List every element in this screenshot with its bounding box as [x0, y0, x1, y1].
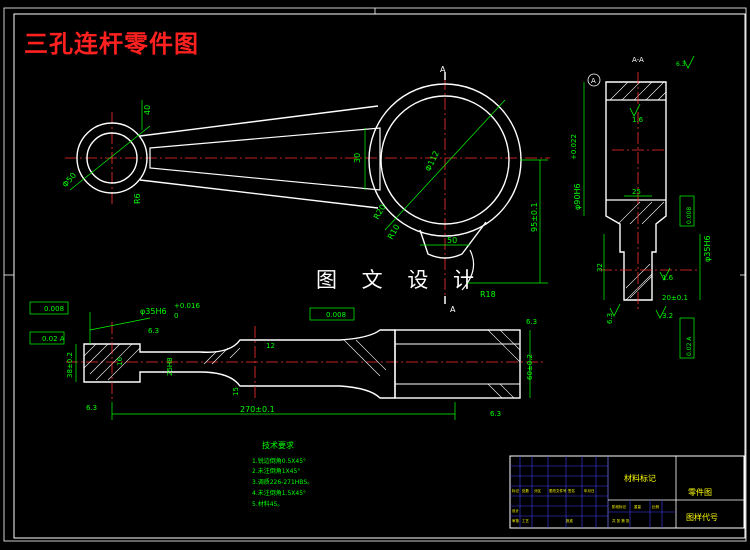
bottom-view: 0.008 0.02 A φ35H6 +0.016 0 6.3 38±0.2 1… [29, 301, 545, 420]
bottom-d-left: 38±0.2 [66, 352, 74, 378]
tb-mat-label: 材料标记 [624, 473, 656, 483]
tb-small-0: 标记 [512, 488, 520, 493]
section-top-dev: +0.022 [570, 134, 578, 160]
bottom-bore-tol: φ35H6 [140, 307, 167, 316]
tb-small-11: 重量 [634, 504, 642, 509]
section-dim-25: 25 [632, 188, 641, 196]
section-rough-16: 1.6 [662, 274, 674, 282]
tb-small-3: 更改文件号 [549, 488, 567, 493]
bottom-par-left: 0.02 A [42, 335, 65, 343]
bottom-d-25: 25H8 [166, 357, 174, 376]
tb-small-6: 设计 [512, 508, 520, 513]
section-box-0008: 0.008 [686, 207, 693, 224]
bottom-d-12: 12 [266, 342, 275, 350]
title-block: 材料标记 零件图 图样代号 标记 处数 分区 更改文件号 签名 年月日 设计 审… [509, 455, 745, 529]
dim-small-dia: Φ50 [61, 171, 78, 189]
tb-part-label: 零件图 [688, 487, 712, 497]
section-rough-small: 6.3 [606, 313, 614, 324]
top-view: A A Φ50 R6 40 30 Φ112 R20 R10 50 95±0.1 … [61, 65, 550, 314]
bottom-rough-right: 6.3 [526, 318, 537, 326]
notes-line-4: 4.未注倒角1.5X45° [252, 489, 306, 497]
tb-small-10: 阶段标记 [612, 504, 626, 509]
dim-big-dia: Φ112 [424, 149, 441, 172]
dim-r10: R10 [386, 223, 402, 241]
notes-line-3: 3.调质226-271HBS。 [252, 478, 313, 486]
tb-small-5: 年月日 [584, 488, 595, 493]
notes-heading: 技术要求 [262, 440, 294, 450]
section-dim-20: 20±0.1 [662, 294, 688, 302]
tb-small-8: 工艺 [522, 518, 530, 523]
tb-drawing-no: 图样代号 [686, 512, 718, 522]
tb-small-13: 共 张 第 张 [612, 518, 630, 523]
tb-small-4: 签名 [568, 488, 575, 493]
bottom-flat-left: 0.008 [44, 305, 64, 313]
tb-small-7: 审核 [512, 518, 520, 523]
datum-a: A [591, 77, 596, 85]
dim-h95: 95±0.1 [530, 202, 539, 232]
bottom-bore-dev: +0.016 [174, 302, 200, 310]
section-rough-mid: 3.2 [662, 312, 673, 320]
section-mark-top: A [440, 65, 446, 74]
bottom-rough-b: 6.3 [86, 404, 97, 412]
bottom-rough-a: 6.3 [148, 327, 159, 335]
inner-frame [13, 13, 746, 539]
section-view: A-A A 6.3 φ90H6 +0.022 1.6 25 0.008 φ3 [570, 55, 712, 359]
bottom-d-15: 15 [232, 387, 240, 396]
section-rough-top: 1.6 [632, 116, 644, 124]
tb-small-1: 处数 [522, 488, 530, 493]
bottom-d-16: 16 [116, 357, 124, 366]
dim-r20: R20 [372, 203, 388, 221]
bottom-d-right: 60±0.2 [526, 354, 534, 380]
dim-width-40: 40 [143, 105, 152, 115]
drawing-title: 三孔连杆零件图 [24, 30, 199, 58]
bottom-rough-c: 6.3 [490, 410, 501, 418]
tb-small-2: 分区 [534, 488, 542, 493]
section-perp-box: 0.02 A [686, 336, 693, 356]
bottom-flat-mid: 0.008 [326, 311, 346, 319]
section-shaft-tol: φ35H6 [703, 235, 712, 262]
notes-line-2: 2.未注倒角1X45° [252, 467, 300, 475]
rough-corner: 6.3 [676, 61, 686, 68]
dim-small-r: R6 [133, 193, 142, 204]
section-label: A-A [632, 56, 644, 64]
tb-small-12: 比例 [652, 504, 660, 509]
bottom-len: 270±0.1 [240, 405, 275, 414]
section-top-tol: φ90H6 [573, 183, 582, 210]
dim-r18: R18 [480, 290, 496, 299]
notes-line-1: 1.锐边倒角0.5X45° [252, 457, 306, 465]
notes-line-5: 5.材料45。 [252, 500, 283, 508]
section-dim-32: 32 [596, 263, 604, 272]
technical-notes: 技术要求 1.锐边倒角0.5X45° 2.未注倒角1X45° 3.调质226-2… [252, 440, 313, 508]
bottom-bore-dev0: 0 [174, 312, 178, 320]
dim-web-30: 30 [353, 153, 362, 163]
dim-w50: 50 [447, 236, 457, 245]
watermark-text: 图 文 设 计 [316, 268, 484, 292]
tb-small-9: 批准 [566, 518, 574, 523]
section-mark-bottom: A [450, 305, 456, 314]
